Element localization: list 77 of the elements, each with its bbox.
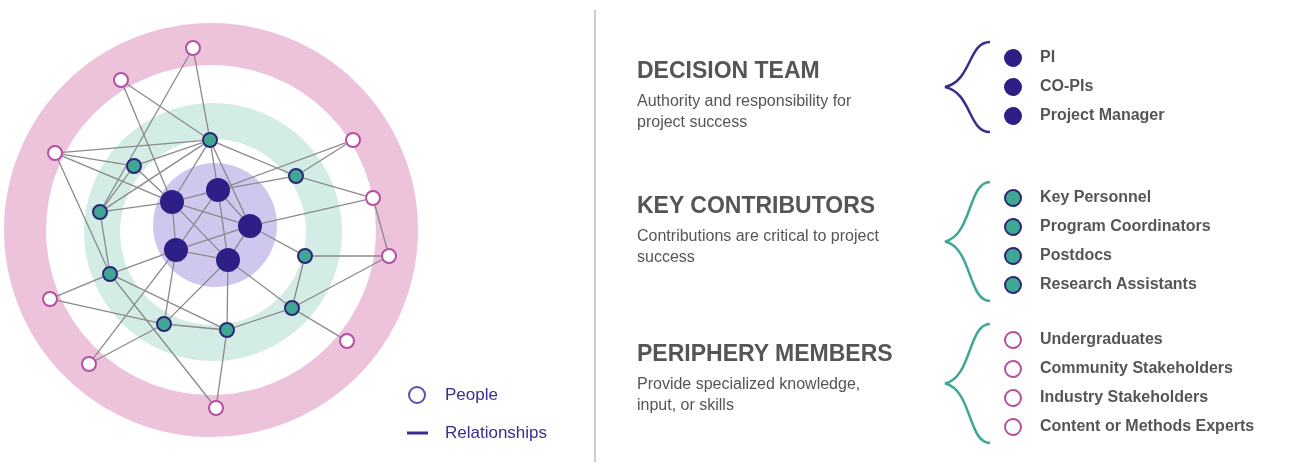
member-role: Content or Methods Experts xyxy=(1040,417,1255,435)
relationship-line xyxy=(312,255,382,257)
relationship-line xyxy=(261,199,366,224)
member-role: Program Coordinators xyxy=(1040,217,1211,235)
relationship-line xyxy=(57,159,108,268)
relationship-line xyxy=(116,253,166,272)
relationship-line xyxy=(106,143,204,209)
section-description: Provide specialized knowledge, input, or skills xyxy=(637,374,862,415)
section-heading: DECISION TEAM xyxy=(637,57,820,84)
section-description: Contributions are critical to project success xyxy=(637,226,880,267)
relationship-line xyxy=(61,155,162,198)
legend-label: Relationships xyxy=(445,423,548,443)
relationship-line xyxy=(126,83,204,137)
relationship-line xyxy=(216,142,290,174)
relationship-line xyxy=(171,324,220,330)
section-description: Authority and responsibility for project success xyxy=(637,91,853,132)
relationship-line xyxy=(182,192,208,200)
relationship-line xyxy=(193,55,210,133)
relationship-line xyxy=(226,271,229,323)
member-role: PI xyxy=(1040,48,1056,66)
relationship-line xyxy=(225,198,243,218)
periphery-member-circle xyxy=(365,190,381,206)
relationship-line xyxy=(100,219,110,267)
relationship-line xyxy=(303,177,366,197)
relationship-line xyxy=(187,251,217,259)
relationship-line xyxy=(93,258,170,359)
relationship-line xyxy=(169,267,221,319)
relationship-line xyxy=(177,146,207,193)
relationship-line xyxy=(107,203,161,212)
member-role: Postdocs xyxy=(1040,246,1112,264)
relationship-line xyxy=(114,279,212,403)
relationship-line xyxy=(116,276,221,328)
relationship-line xyxy=(229,176,289,189)
member-role: Industry Stakeholders xyxy=(1040,388,1209,406)
relationship-line xyxy=(179,210,221,252)
relationship-line xyxy=(216,337,227,401)
section-heading: KEY CONTRIBUTORS xyxy=(637,192,876,219)
relationship-line xyxy=(62,140,203,153)
member-role: Project Manager xyxy=(1040,106,1165,124)
relationship-line xyxy=(186,229,240,247)
relationship-line xyxy=(293,263,304,301)
relationship-line xyxy=(172,213,176,239)
legend-label: People xyxy=(445,385,498,405)
relationship-line xyxy=(103,54,190,206)
contributor-circle xyxy=(219,322,235,338)
relationship-line xyxy=(182,199,212,241)
contributor-circle xyxy=(297,248,313,264)
relationship-line xyxy=(140,141,204,165)
relationship-line xyxy=(139,170,164,195)
member-role: Community Stakeholders xyxy=(1040,359,1233,377)
relationship-line xyxy=(298,259,383,305)
relationship-line xyxy=(298,311,341,338)
member-role: Key Personnel xyxy=(1040,188,1152,206)
member-role: Research Assistants xyxy=(1040,275,1197,293)
relationship-line xyxy=(104,171,130,207)
relationship-line xyxy=(259,231,299,253)
relationship-line xyxy=(56,276,104,297)
relationship-line xyxy=(374,205,388,249)
relationship-line xyxy=(164,261,175,317)
relationship-line xyxy=(123,86,168,192)
relationship-line xyxy=(228,142,347,187)
section-heading: PERIPHERY MEMBERS xyxy=(637,340,893,367)
contributor-circle xyxy=(288,168,304,184)
member-role: CO-PIs xyxy=(1040,77,1094,95)
relationship-line xyxy=(233,309,286,329)
relationship-line xyxy=(233,235,245,251)
relationship-line xyxy=(212,146,246,216)
member-role: Undergraduates xyxy=(1040,330,1163,348)
contributor-circle xyxy=(202,132,218,148)
relationship-line xyxy=(57,300,157,323)
relationship-line xyxy=(182,204,240,224)
relationship-line xyxy=(236,266,287,304)
relationship-line xyxy=(210,147,217,179)
relationship-line xyxy=(95,327,158,361)
relationship-line xyxy=(62,153,127,166)
relationship-line xyxy=(302,143,347,173)
relationship-line xyxy=(219,201,227,249)
